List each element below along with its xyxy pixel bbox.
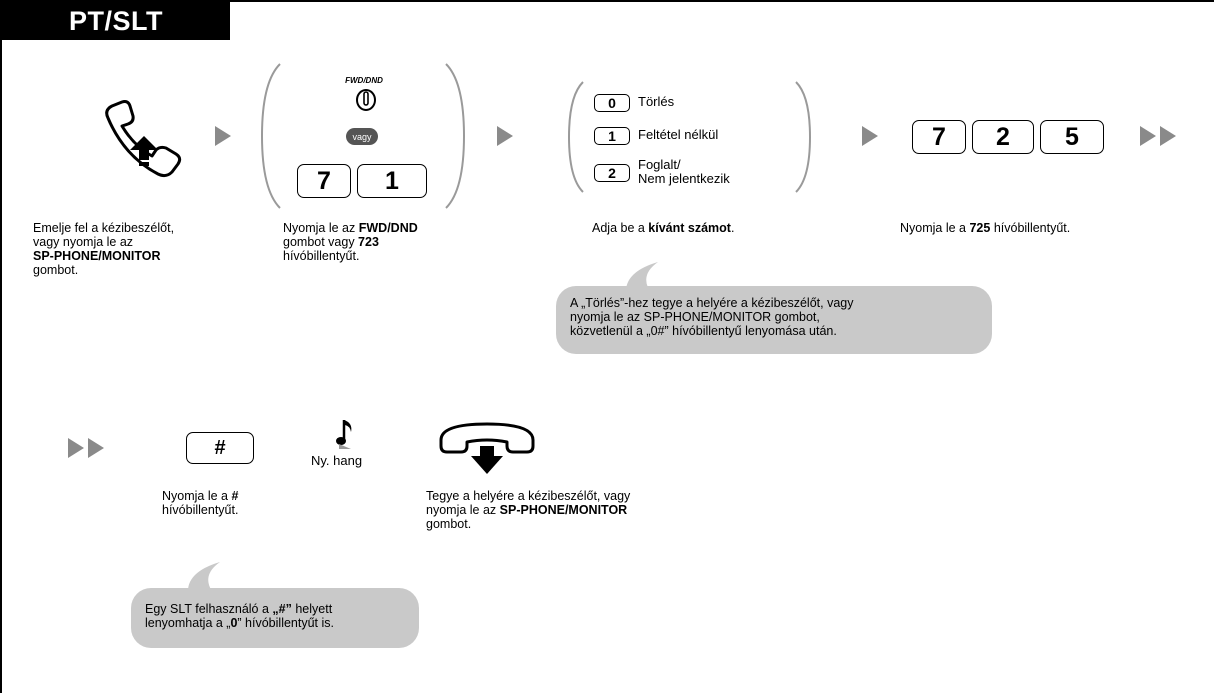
fwd-dnd-button-label: FWD/DND: [345, 76, 383, 85]
or-badge: vagy: [346, 128, 378, 145]
options-desc-end: .: [730, 221, 735, 235]
cancel-note-line-3: közvetlenül a „0#” hívóbillentyű lenyomá…: [570, 324, 837, 338]
option-unconditional-label: Feltétel nélkül: [638, 127, 719, 142]
key-0-option[interactable]: 0: [594, 94, 630, 112]
step-arrow-3: [862, 126, 878, 146]
options-desc-bold: kívánt számot: [648, 221, 731, 235]
key-2-code[interactable]: 2: [972, 120, 1034, 154]
slt-note-line-2-bold: 0: [230, 616, 238, 630]
code-desc-end: hívóbillentyűt.: [990, 221, 1071, 235]
offhook-line-2: vagy nyomja le az: [33, 235, 134, 249]
slt-note-line-1-bold: „#”: [272, 602, 292, 616]
step-arrow-1: [215, 126, 231, 146]
double-arrow-2a: [68, 438, 84, 458]
options-desc-prefix: Adja be a: [592, 221, 649, 235]
double-arrow-2b: [88, 438, 104, 458]
onhook-line-3: gombot.: [426, 517, 472, 531]
option-busy-label: Foglalt/ Nem jelentkezik: [638, 158, 730, 186]
code-desc-prefix: Nyomja le a: [900, 221, 970, 235]
onhook-line-2-bold: SP-PHONE/MONITOR: [499, 503, 628, 517]
key-1-fwd[interactable]: 1: [357, 164, 427, 198]
cancel-note-bubble: A „Törlés”-hez tegye a helyére a kézibes…: [556, 286, 992, 354]
key-1-option[interactable]: 1: [594, 127, 630, 145]
key-7-fwd[interactable]: 7: [297, 164, 351, 198]
header-title: PT/SLT: [69, 5, 163, 36]
slt-note-line-2-prefix: lenyomhatja a „: [145, 616, 231, 630]
hash-desc-bold: #: [231, 489, 239, 503]
offhook-line-1: Emelje fel a kézibeszélőt,: [33, 221, 175, 235]
double-arrow-1a: [1140, 126, 1156, 146]
code-description: Nyomja le a 725 hívóbillentyűt.: [900, 221, 1070, 235]
step-arrow-2: [497, 126, 513, 146]
fwd-desc-prefix: Nyomja le az: [283, 221, 359, 235]
option-busy-line-1: Foglalt/: [638, 157, 681, 172]
tone-label: Ny. hang: [311, 453, 363, 468]
header-tab: PT/SLT: [2, 2, 230, 40]
slt-note-line-1-prefix: Egy SLT felhasználó a: [145, 602, 273, 616]
right-parenthesis: [445, 63, 466, 209]
slt-note-line-2-end: ” hívóbillentyűt is.: [237, 616, 334, 630]
left-parenthesis: [260, 63, 281, 209]
options-left-parenthesis: [567, 81, 584, 193]
hash-description: Nyomja le a # hívóbillentyűt.: [162, 489, 238, 517]
onhook-line-2-prefix: nyomja le az: [426, 503, 500, 517]
slt-note-line-1-end: helyett: [291, 602, 333, 616]
offhook-line-3: SP-PHONE/MONITOR: [33, 249, 161, 263]
fwd-desc-bold1: FWD/DND: [358, 221, 418, 235]
option-cancel-label: Törlés: [638, 94, 675, 109]
slt-note-pointer: [187, 562, 220, 594]
key-7-code[interactable]: 7: [912, 120, 966, 154]
options-description: Adja be a kívánt számot.: [592, 221, 734, 235]
onhook-description: Tegye a helyére a kézibeszélőt, vagy nyo…: [426, 489, 630, 531]
hash-desc-end: hívóbillentyűt.: [162, 503, 239, 517]
double-arrow-1b: [1160, 126, 1176, 146]
fwd-description: Nyomja le az FWD/DND gombot vagy 723 hív…: [283, 221, 418, 263]
offhook-line-4: gombot.: [33, 263, 79, 277]
music-note-icon: [336, 420, 352, 449]
option-busy-line-2: Nem jelentkezik: [638, 171, 730, 186]
cancel-note-line-2: nyomja le az SP-PHONE/MONITOR gombot,: [570, 310, 820, 324]
code-desc-bold: 725: [969, 221, 991, 235]
handset-onhook-icon: [439, 422, 535, 474]
fwd-dnd-button-icon: [356, 89, 376, 111]
options-right-parenthesis: [795, 81, 812, 193]
cancel-note-line-1: A „Törlés”-hez tegye a helyére a kézibes…: [570, 296, 854, 310]
key-5-code[interactable]: 5: [1040, 120, 1104, 154]
fwd-desc-mid: gombot vagy: [283, 235, 359, 249]
handset-offhook-icon: [105, 100, 182, 178]
key-hash-symbol: #: [214, 436, 226, 459]
fwd-desc-bold2: 723: [358, 235, 379, 249]
offhook-description: Emelje fel a kézibeszélőt, vagy nyomja l…: [33, 221, 174, 277]
slt-note-bubble: Egy SLT felhasználó a „#” helyett lenyom…: [131, 588, 419, 648]
key-2-option[interactable]: 2: [594, 164, 630, 182]
hash-desc-prefix: Nyomja le a: [162, 489, 232, 503]
fwd-desc-end: hívóbillentyűt.: [283, 249, 360, 263]
onhook-line-1: Tegye a helyére a kézibeszélőt, vagy: [426, 489, 631, 503]
key-hash[interactable]: #: [186, 432, 254, 464]
